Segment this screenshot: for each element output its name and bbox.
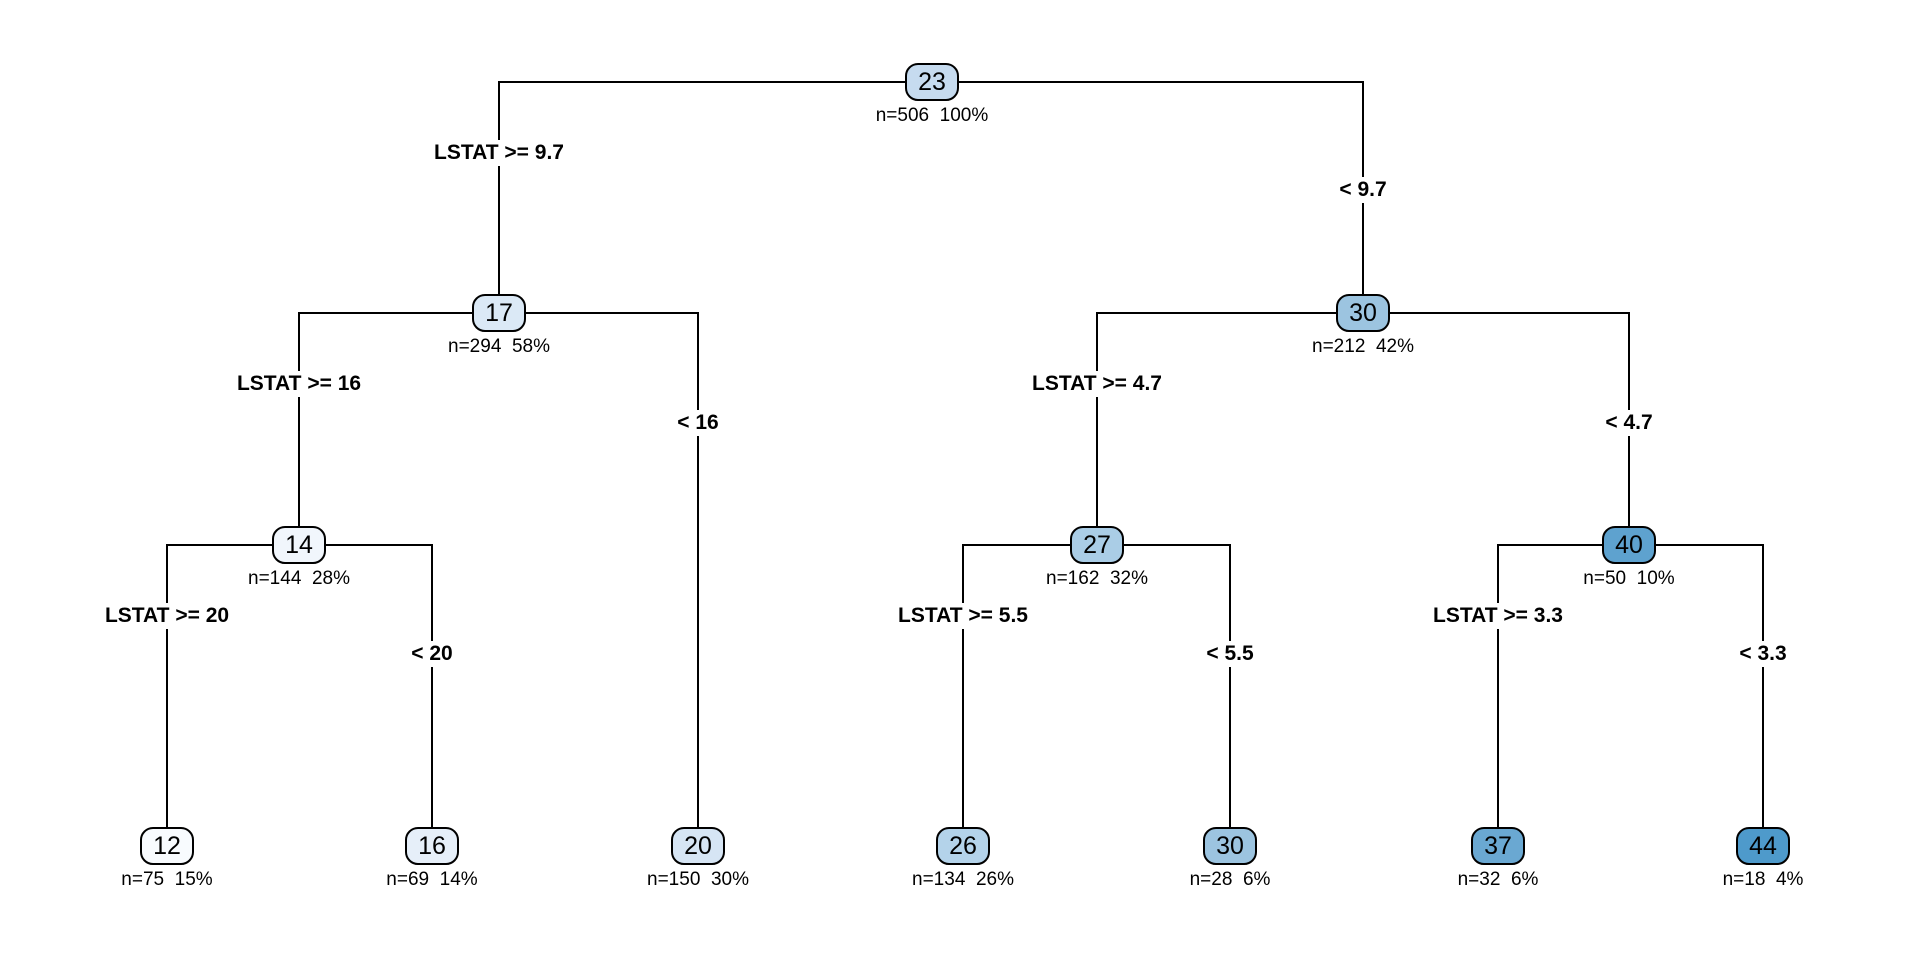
- tree-leaf-20-stats: n=150 30%: [647, 869, 749, 890]
- tree-leaf-37: 37: [1471, 827, 1525, 865]
- tree-node-40-stats: n=50 10%: [1583, 568, 1675, 589]
- tree-node-40: 40: [1602, 526, 1656, 564]
- tree-leaf-12-stats: n=75 15%: [121, 869, 213, 890]
- tree-leaf-12: 12: [140, 827, 194, 865]
- split-label-lt-4.7: < 4.7: [1599, 410, 1659, 436]
- tree-node-30-internal: 30: [1336, 294, 1390, 332]
- split-label-lt-9.7: < 9.7: [1333, 177, 1393, 203]
- tree-leaf-26-stats: n=134 26%: [912, 869, 1014, 890]
- split-label-lt-3.3: < 3.3: [1733, 641, 1793, 667]
- split-label-lstat-ge-20: LSTAT >= 20: [98, 603, 236, 629]
- tree-node-14-stats: n=144 28%: [248, 568, 350, 589]
- tree-leaf-26: 26: [936, 827, 990, 865]
- tree-leaf-44-stats: n=18 4%: [1722, 869, 1804, 890]
- tree-leaf-16-stats: n=69 14%: [386, 869, 478, 890]
- tree-node-30-internal-stats: n=212 42%: [1312, 336, 1414, 357]
- split-label-lstat-ge-4.7: LSTAT >= 4.7: [1026, 371, 1168, 397]
- split-label-lstat-ge-16: LSTAT >= 16: [230, 371, 368, 397]
- split-label-lt-20: < 20: [405, 641, 459, 667]
- tree-node-root-23-stats: n=506 100%: [875, 105, 989, 126]
- tree-leaf-44: 44: [1736, 827, 1790, 865]
- tree-node-27: 27: [1070, 526, 1124, 564]
- tree-leaf-30-stats: n=28 6%: [1189, 869, 1271, 890]
- split-label-lt-5.5: < 5.5: [1200, 641, 1260, 667]
- split-label-lstat-ge-5.5: LSTAT >= 5.5: [892, 603, 1034, 629]
- split-label-lstat-ge-9.7: LSTAT >= 9.7: [428, 140, 570, 166]
- tree-node-14: 14: [272, 526, 326, 564]
- split-label-lt-16: < 16: [671, 410, 725, 436]
- tree-leaf-20: 20: [671, 827, 725, 865]
- tree-leaf-16: 16: [405, 827, 459, 865]
- tree-node-root-23: 23: [905, 63, 959, 101]
- split-label-lstat-ge-3.3: LSTAT >= 3.3: [1427, 603, 1569, 629]
- tree-leaf-37-stats: n=32 6%: [1457, 869, 1539, 890]
- tree-node-17-stats: n=294 58%: [448, 336, 550, 357]
- tree-node-17: 17: [472, 294, 526, 332]
- tree-leaf-30: 30: [1203, 827, 1257, 865]
- tree-node-27-stats: n=162 32%: [1046, 568, 1148, 589]
